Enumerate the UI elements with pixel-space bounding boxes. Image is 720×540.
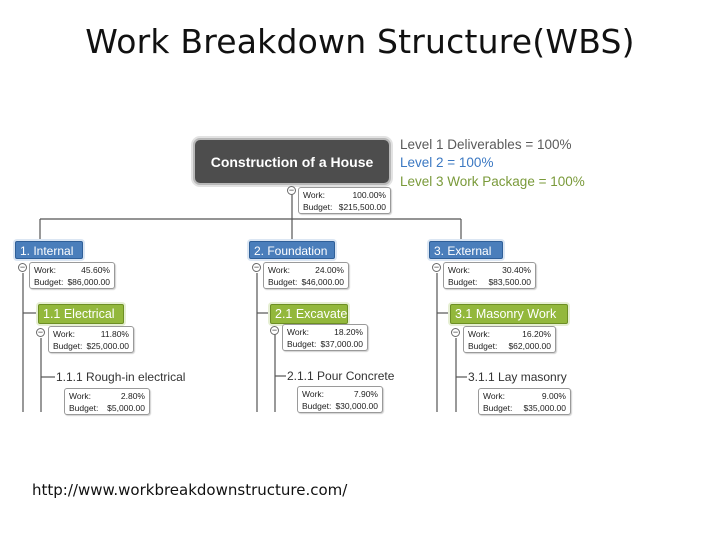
legend-level-2: Level 2 = 100% [400,155,494,170]
node-internal[interactable]: 1. Internal [15,241,83,259]
work-value: 45.60% [81,265,110,275]
budget-value: $86,000.00 [67,277,110,287]
work-label: Work: [468,329,491,339]
budget-label: Budget: [53,341,83,351]
budget-value: $37,000.00 [320,339,363,349]
work-label: Work: [302,389,325,399]
budget-value: $35,000.00 [523,403,566,413]
slide-title: Work Breakdown Structure(WBS) [85,22,635,61]
work-value: 9.00% [541,391,566,401]
work-value: 24.00% [315,265,344,275]
budget-label: Budget: [268,277,298,287]
root-node[interactable]: Construction of a House [193,138,391,185]
node-lay-masonry[interactable]: 3.1.1 Lay masonry [468,370,567,384]
collapse-icon[interactable]: − [451,327,460,337]
collapse-icon[interactable]: − [287,185,296,195]
node-rough-in-electrical[interactable]: 1.1.1 Rough-in electrical [56,370,186,384]
work-value: 7.90% [353,389,378,399]
budget-label: Budget: [287,339,317,349]
work-label: Work: [303,190,326,200]
work-value: 16.20% [522,329,551,339]
collapse-icon[interactable]: − [432,262,441,272]
pour-concrete-info-box: Work: 7.90% Budget:$30,000.00 [297,386,383,413]
excavate-info-box: Work: 18.20% Budget:$37,000.00 [282,324,368,351]
work-label: Work: [53,329,76,339]
root-title: Construction of a House [210,153,374,170]
work-value: 18.20% [334,327,363,337]
budget-value: $25,000.00 [86,341,129,351]
budget-label: Budget: [302,401,332,411]
budget-label: Budget: [303,202,333,212]
node-pour-concrete[interactable]: 2.1.1 Pour Concrete [287,369,395,383]
budget-label: Budget: [483,403,513,413]
collapse-icon[interactable]: − [252,262,261,272]
budget-value: $62,000.00 [508,341,551,351]
node-foundation[interactable]: 2. Foundation [249,241,335,259]
budget-value: $5,000.00 [107,403,145,413]
work-value: 11.80% [100,329,129,339]
node-external[interactable]: 3. External [429,241,503,259]
collapse-icon[interactable]: − [270,325,279,335]
budget-label: Budget: [448,277,478,287]
budget-value: $46,000.00 [301,277,344,287]
legend-level-3: Level 3 Work Package = 100% [400,174,585,189]
budget-value: $215,500.00 [338,202,386,212]
budget-label: Budget: [34,277,64,287]
node-electrical[interactable]: 1.1 Electrical [38,304,124,324]
budget-label: Budget: [69,403,99,413]
foundation-info-box: Work: 24.00% Budget:$46,000.00 [263,262,349,289]
work-value: 30.40% [502,265,531,275]
masonry-info-box: Work: 16.20% Budget: $62,000.00 [463,326,556,353]
budget-label: Budget: [468,341,498,351]
work-label: Work: [287,327,310,337]
work-label: Work: [69,391,92,401]
budget-value: $83,500.00 [488,277,531,287]
collapse-icon[interactable]: − [18,262,27,272]
work-value: 2.80% [120,391,145,401]
lay-masonry-info-box: Work: 9.00% Budget: $35,000.00 [478,388,571,415]
electrical-info-box: Work: 11.80% Budget:$25,000.00 [48,326,134,353]
work-label: Work: [448,265,471,275]
internal-info-box: Work: 45.60% Budget:$86,000.00 [29,262,115,289]
work-value: 100.00% [352,190,386,200]
external-info-box: Work: 30.40% Budget: $83,500.00 [443,262,536,289]
node-excavate[interactable]: 2.1 Excavate [270,304,348,324]
collapse-icon[interactable]: − [36,327,45,337]
work-label: Work: [268,265,291,275]
root-info-box: Work: 100.00% Budget: $215,500.00 [298,187,391,214]
source-url: http://www.workbreakdownstructure.com/ [32,481,348,499]
work-label: Work: [483,391,506,401]
work-label: Work: [34,265,57,275]
node-masonry-work[interactable]: 3.1 Masonry Work [450,304,568,324]
legend-level-1: Level 1 Deliverables = 100% [400,137,572,152]
budget-value: $30,000.00 [335,401,378,411]
rough-in-info-box: Work: 2.80% Budget: $5,000.00 [64,388,150,415]
